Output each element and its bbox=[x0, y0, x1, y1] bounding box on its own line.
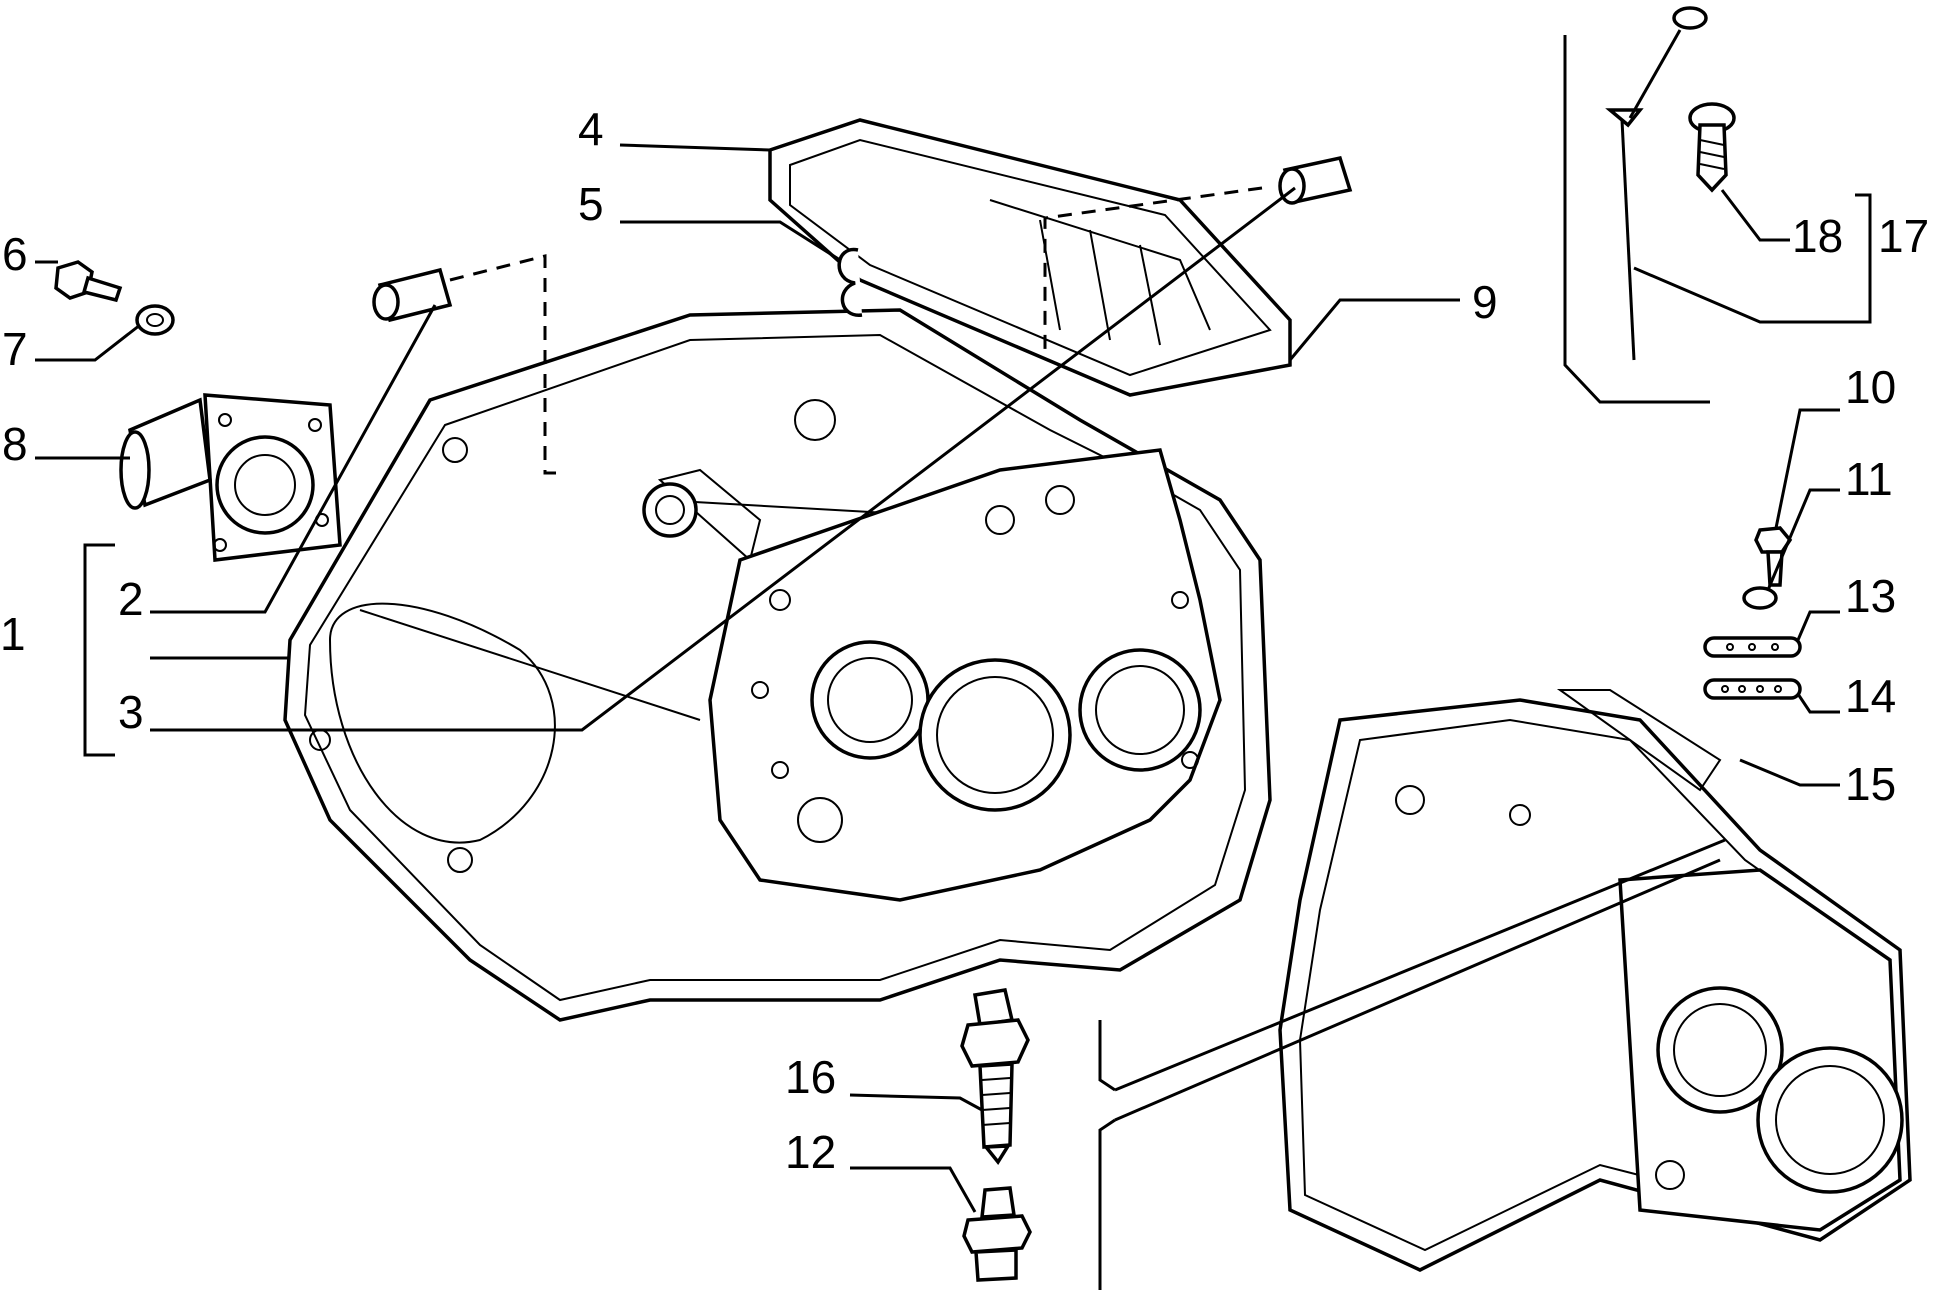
callout-6: 6 bbox=[2, 228, 28, 280]
callout-4: 4 bbox=[578, 103, 604, 155]
top-cover bbox=[768, 118, 1292, 397]
retaining-clip bbox=[837, 247, 863, 317]
dowel-pin-2 bbox=[372, 267, 453, 323]
callout-11: 11 bbox=[1845, 453, 1893, 505]
gasket-13 bbox=[1703, 636, 1802, 658]
callout-10: 10 bbox=[1845, 361, 1896, 413]
bearing-guide-8 bbox=[119, 393, 342, 562]
callout-5: 5 bbox=[578, 178, 604, 230]
callout-2: 2 bbox=[118, 573, 144, 625]
washer-11 bbox=[1742, 586, 1778, 610]
gasket-14 bbox=[1703, 678, 1802, 700]
callout-13: 13 bbox=[1845, 570, 1896, 622]
callout-9: 9 bbox=[1472, 276, 1498, 328]
breather-plug-18 bbox=[1688, 102, 1736, 193]
gearbox-housing bbox=[283, 308, 1272, 1022]
callout-labels: 1 2 3 4 5 6 7 8 9 10 11 12 13 14 15 16 1… bbox=[0, 103, 1929, 1178]
leader-lines bbox=[35, 143, 1855, 1213]
bolt-10 bbox=[1754, 526, 1793, 587]
callout-3: 3 bbox=[118, 686, 144, 738]
callout-12: 12 bbox=[785, 1126, 836, 1178]
rear-housing bbox=[1278, 689, 1912, 1272]
callout-1: 1 bbox=[0, 608, 26, 660]
dipstick-17 bbox=[1605, 6, 1708, 361]
callout-14: 14 bbox=[1845, 670, 1896, 722]
callout-18: 18 bbox=[1792, 210, 1843, 262]
callout-16: 16 bbox=[785, 1051, 836, 1103]
callout-15: 15 bbox=[1845, 758, 1896, 810]
plug-12 bbox=[962, 1186, 1032, 1282]
callout-8: 8 bbox=[2, 418, 28, 470]
sensor-16 bbox=[960, 988, 1030, 1166]
dowel-pin-3 bbox=[1278, 155, 1353, 205]
callout-17: 17 bbox=[1878, 210, 1929, 262]
washer-7 bbox=[135, 304, 175, 336]
bolt-6 bbox=[54, 260, 123, 303]
callout-7: 7 bbox=[2, 323, 28, 375]
